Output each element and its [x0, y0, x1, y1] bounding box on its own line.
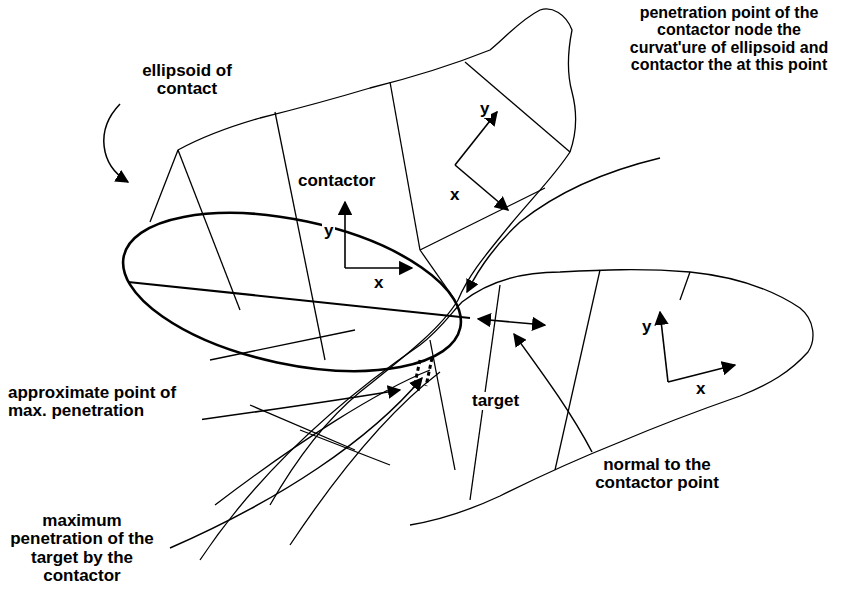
- region-label: contactor: [296, 172, 396, 190]
- callout-label: normal to the contactor point: [590, 456, 724, 493]
- axis-label: y: [640, 318, 653, 336]
- axis-label: x: [372, 274, 385, 292]
- axis-label: y: [478, 100, 491, 118]
- callout-label: approximate point of max. penetration: [6, 384, 202, 421]
- axis-label: x: [694, 380, 707, 398]
- axis-label: y: [322, 222, 335, 240]
- callout-label: ellipsoid of contact: [122, 62, 252, 99]
- callout-label: penetration point of the contactor node …: [622, 4, 836, 73]
- region-label: target: [470, 392, 550, 410]
- axis-label: x: [448, 186, 461, 204]
- callout-label: maximum penetration of the target by the…: [4, 512, 160, 585]
